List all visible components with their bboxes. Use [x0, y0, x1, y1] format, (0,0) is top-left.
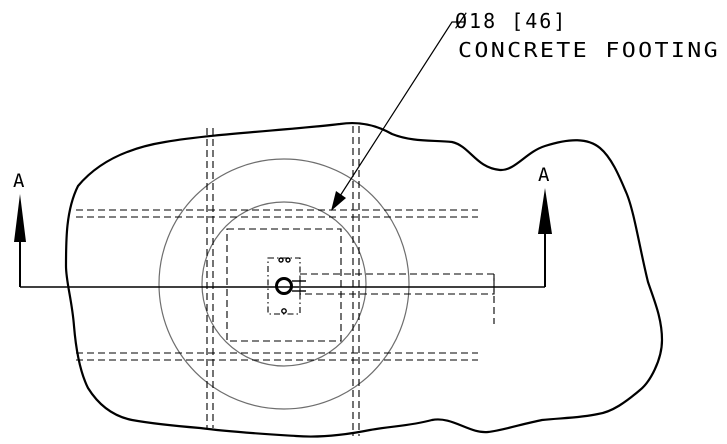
anchor-bolt-top-left	[278, 257, 284, 263]
section-label-right: A	[538, 164, 551, 186]
hidden-lines	[76, 126, 495, 436]
section-arrow-left	[14, 194, 26, 242]
pole-base-ring	[275, 277, 293, 295]
footing-outer-circle	[158, 158, 410, 410]
anchor-bolt-top-right	[285, 257, 291, 263]
footing-inner-circle	[201, 201, 367, 367]
anchor-bolt-bottom	[281, 308, 287, 314]
slab-break-outline	[64, 122, 664, 438]
callout-diameter-text: Ø18 [46]	[455, 9, 567, 33]
callout-leader-line	[339, 21, 465, 197]
callout-material-text: CONCRETE FOOTING	[458, 38, 720, 62]
callout-leader-arrowhead	[331, 191, 346, 211]
section-label-left: A	[13, 170, 26, 192]
section-arrow-right	[538, 188, 552, 234]
